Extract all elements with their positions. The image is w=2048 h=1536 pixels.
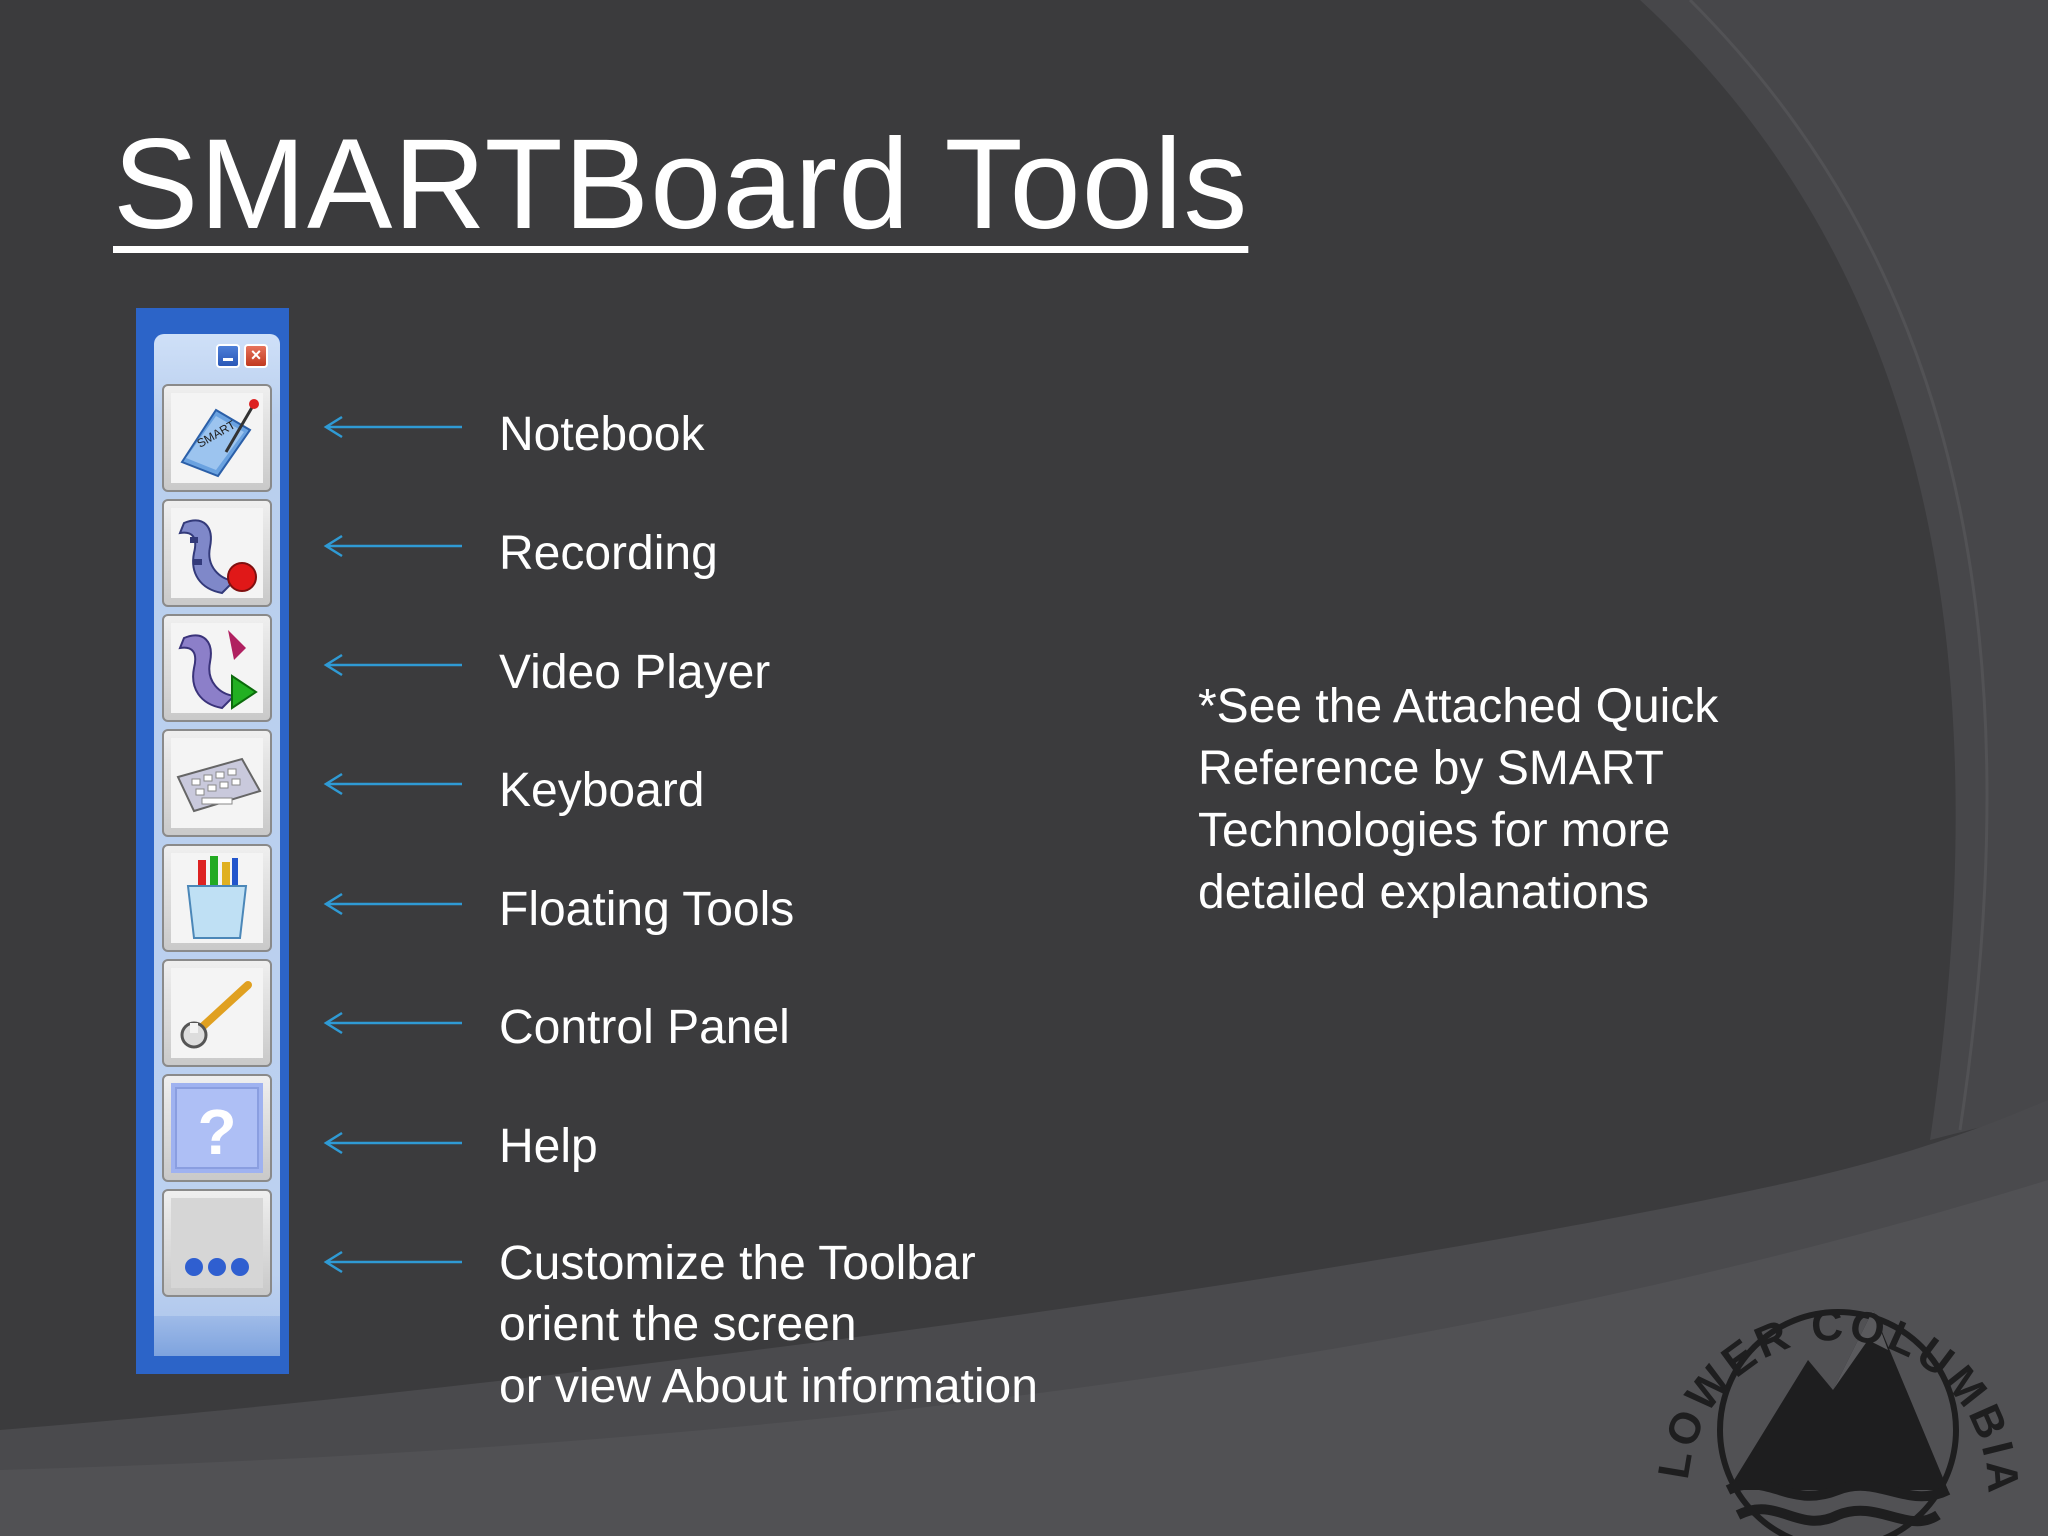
help-glyph: ? [197,1096,236,1168]
tool-label-recording: Recording [499,527,718,580]
arrow-icon [323,653,462,677]
arrow-icon [323,1011,462,1035]
toolbar-titlebar: × [154,334,280,378]
smartboard-toolbar: × SMART [136,308,289,1374]
minimize-button[interactable] [216,344,240,368]
floating-tools-icon [171,853,263,943]
tool-label-customize-line2: orient the screen [499,1298,857,1351]
arrow-icon [323,892,462,916]
toolbar-panel: × SMART [154,334,280,1356]
lower-columbia-college-logo: LOWER COLUMBIA COLLEGE [1618,1190,2024,1536]
keyboard-button[interactable] [162,729,272,837]
tool-label-video-player: Video Player [499,646,771,699]
arrow-icon [323,1250,462,1274]
reference-note: *See the Attached Quick Reference by SMA… [1198,680,1719,919]
customize-toolbar-button[interactable] [162,1189,272,1297]
toolbar-footer [154,1316,280,1356]
arrow-icon [323,415,462,439]
help-icon: ? [171,1083,263,1173]
tool-label-control-panel: Control Panel [499,1001,790,1054]
tool-label-help: Help [499,1120,598,1173]
more-icon [171,1198,263,1288]
video-player-icon [171,623,263,713]
control-panel-icon [171,968,263,1058]
tool-label-customize: Customize the Toolbar [499,1237,976,1290]
tool-label-keyboard: Keyboard [499,764,705,817]
slide-title: SMARTBoard Tools [113,113,1249,256]
notebook-icon: SMART [171,393,263,483]
notebook-button[interactable]: SMART [162,384,272,492]
control-panel-button[interactable] [162,959,272,1067]
arrow-icon [323,534,462,558]
help-button[interactable]: ? [162,1074,272,1182]
arrow-icon [323,1131,462,1155]
tool-label-customize-line3: or view About information [499,1360,1038,1413]
video-player-button[interactable] [162,614,272,722]
close-button[interactable]: × [244,344,268,368]
arrow-icon [323,772,462,796]
tool-label-floating-tools: Floating Tools [499,883,795,936]
recording-icon [171,508,263,598]
floating-tools-button[interactable] [162,844,272,952]
tool-label-notebook: Notebook [499,408,705,461]
keyboard-icon [171,738,263,828]
recording-button[interactable] [162,499,272,607]
